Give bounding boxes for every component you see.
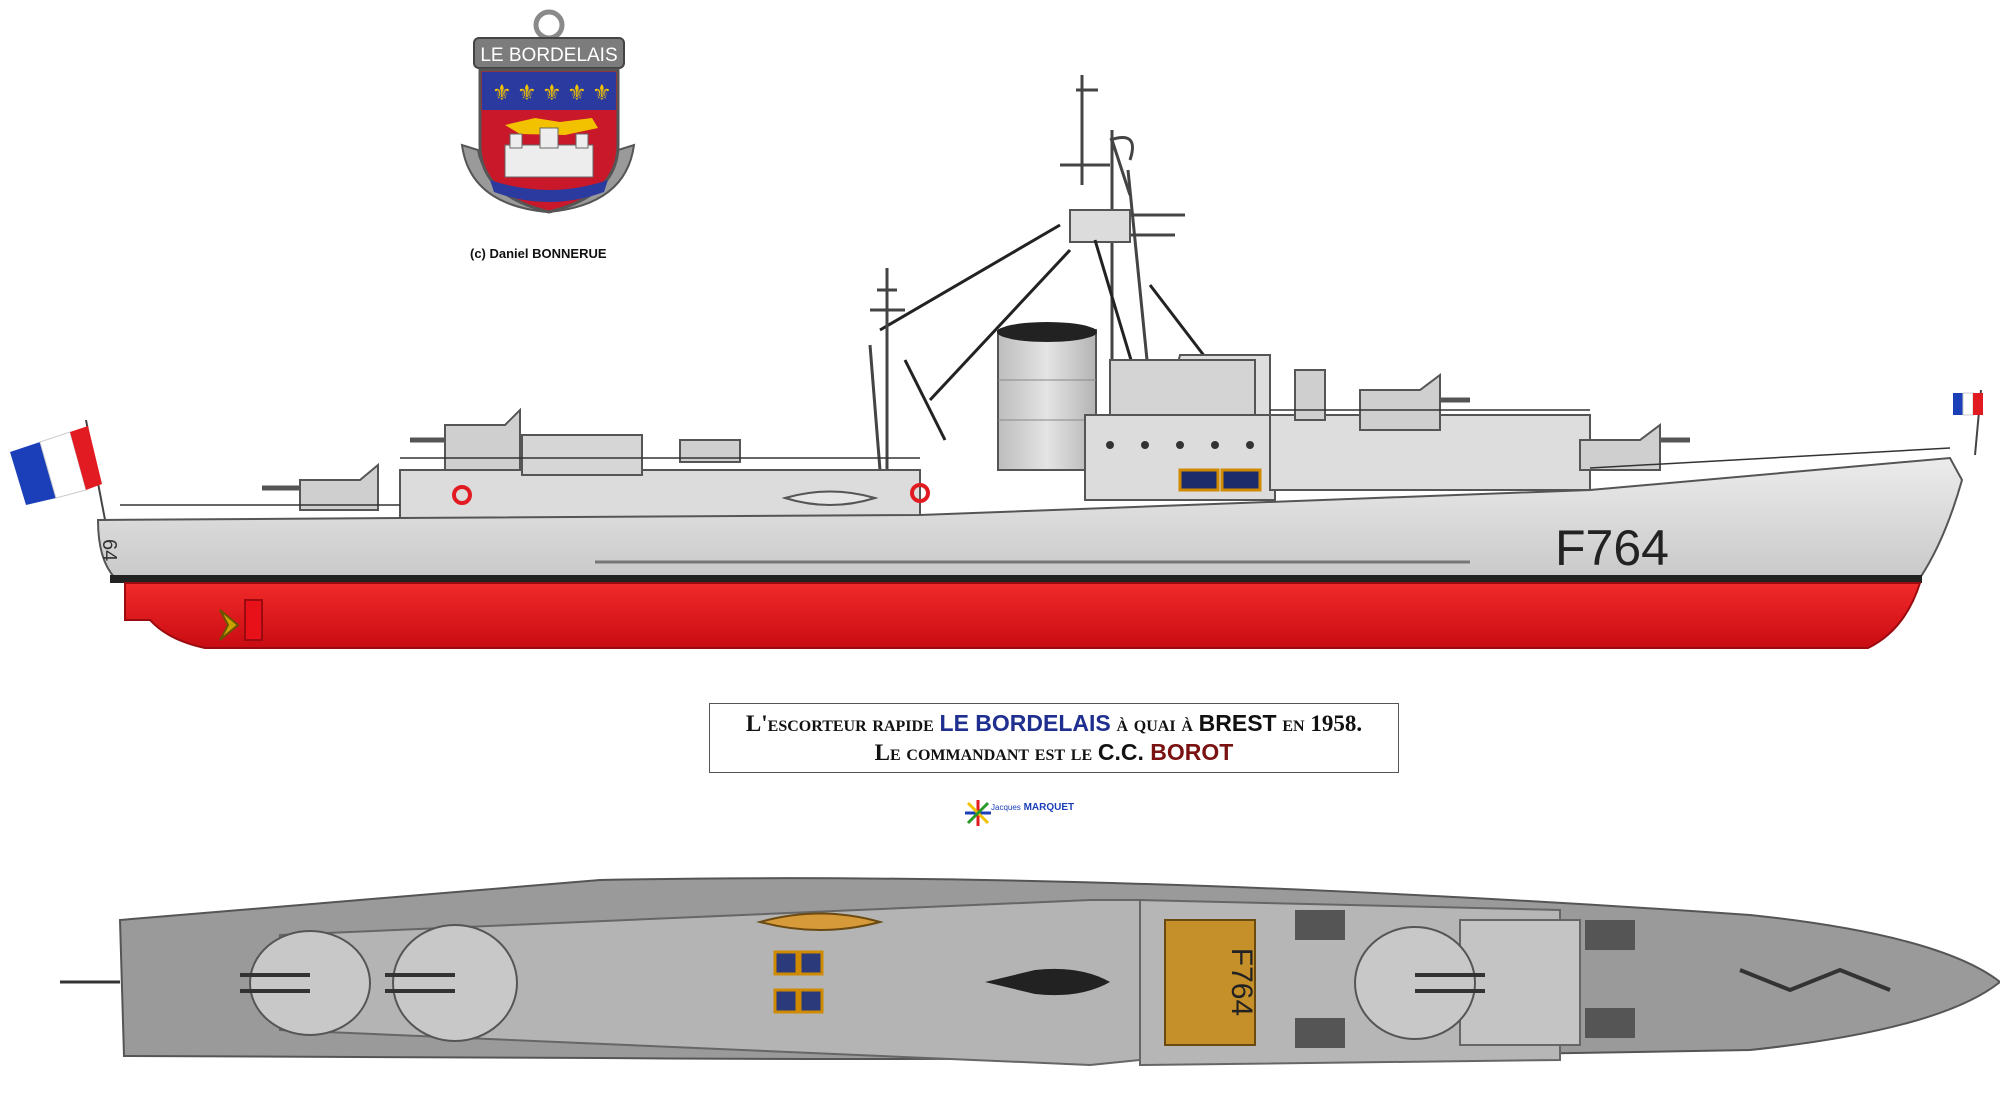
caption-middle: à quai à <box>1110 711 1199 736</box>
life-raft-2 <box>1220 468 1262 492</box>
turret-fwd-1 <box>1359 373 1441 431</box>
turret-plan-fwd-1 <box>1354 926 1476 1040</box>
fleur-de-lis-icons: ⚜⚜⚜⚜⚜ <box>492 81 612 106</box>
anchor-chains-icon <box>1739 967 1891 993</box>
top-deck-number: F764 <box>1225 948 1258 1016</box>
artist-logo-icon <box>965 800 991 826</box>
castle-icon <box>504 144 594 178</box>
turret-aft-2 <box>444 407 521 471</box>
depth-charge-racks <box>1295 910 1635 1048</box>
gun-turrets-side <box>262 373 1690 511</box>
turret-fwd-2 <box>1579 423 1661 471</box>
life-raft-1 <box>1178 468 1220 492</box>
stern-flag-red <box>70 426 102 490</box>
boot-topping <box>110 575 1922 583</box>
svg-text:⚜: ⚜ <box>517 81 537 106</box>
banner-background <box>473 37 625 69</box>
caption-prefix: L'escorteur rapide <box>745 711 940 736</box>
svg-text:⚜: ⚜ <box>567 81 587 106</box>
svg-text:⚜: ⚜ <box>542 81 562 106</box>
caption-line2-prefix: Le commandant est le <box>874 740 1098 765</box>
port-name: BREST <box>1198 710 1277 736</box>
hull-lower <box>124 582 1922 649</box>
foredeck-house <box>1459 919 1581 1046</box>
commander-rank: C.C. <box>1097 739 1151 765</box>
shield-chief <box>482 72 616 110</box>
main-mast <box>1060 75 1185 391</box>
stern-number: 64 <box>98 539 120 561</box>
funnel <box>997 329 1097 471</box>
castle-tower-center <box>539 127 559 149</box>
deck-railings <box>120 409 1951 506</box>
caption-line-1: L'escorteur rapide LE BORDELAIS à quai à… <box>710 709 1398 738</box>
bow-flag-red <box>1973 393 1983 415</box>
anchor-ring <box>533 9 565 41</box>
ship-insignia: LE BORDELAIS ⚜⚜⚜⚜⚜ <box>460 9 636 214</box>
ship-name: LE BORDELAIS <box>939 710 1111 736</box>
bridge-roof <box>1164 919 1256 1046</box>
artist-first-name: Jacques <box>991 803 1021 812</box>
artist-name: Jacques MARQUET <box>991 802 1074 813</box>
propeller-icon <box>219 609 240 641</box>
caption-line-2: Le commandant est le C.C. BOROT <box>710 738 1398 767</box>
commander-name: BOROT <box>1150 739 1234 765</box>
rafts-plan <box>773 950 824 1014</box>
artist-last-name: MARQUET <box>1023 802 1075 813</box>
hull-number: F764 <box>1555 520 1669 576</box>
castle-tower-left <box>509 133 523 149</box>
caption-suffix: en 1958. <box>1276 711 1363 736</box>
turret-plan-aft-1 <box>249 930 371 1036</box>
lifebuoy-aft <box>452 485 472 505</box>
hull-upper <box>96 456 1964 579</box>
gun-barrels-plan <box>240 973 1485 993</box>
banner-text: LE BORDELAIS <box>480 45 617 66</box>
torpedo-tubes <box>679 439 741 463</box>
castle-tower-right <box>575 133 589 149</box>
funnel-bands <box>998 379 1096 421</box>
side-elevation: F764 64 <box>10 75 1983 649</box>
leopard-icon <box>505 118 598 135</box>
ships-boat <box>781 490 879 506</box>
ships-boat-plan <box>756 912 884 931</box>
turret-plan-aft-2 <box>392 924 518 1042</box>
fore-mast <box>868 268 905 471</box>
caption-box: L'escorteur rapide LE BORDELAIS à quai à… <box>709 703 1399 773</box>
bridge-upper <box>1109 359 1256 421</box>
aft-deckhouse-upper <box>521 434 643 476</box>
bow-flag-white <box>1962 392 1974 416</box>
plan-view: F764 <box>60 877 2000 1067</box>
lifebuoy-mid <box>910 483 930 503</box>
bow-flag-blue <box>1953 393 1963 415</box>
funnel-top-plan <box>985 968 1110 996</box>
svg-text:⚜: ⚜ <box>592 81 612 106</box>
funnel-cap <box>997 322 1097 342</box>
director-tower <box>1294 369 1326 421</box>
svg-text:⚜: ⚜ <box>492 81 512 106</box>
logo-credit: (c) Daniel BONNERUE <box>470 246 607 261</box>
radar-director <box>1069 209 1131 243</box>
rudder <box>244 599 263 641</box>
water-waves <box>490 180 608 202</box>
turrets-plan <box>249 924 1476 1042</box>
turret-aft-1 <box>299 462 379 511</box>
